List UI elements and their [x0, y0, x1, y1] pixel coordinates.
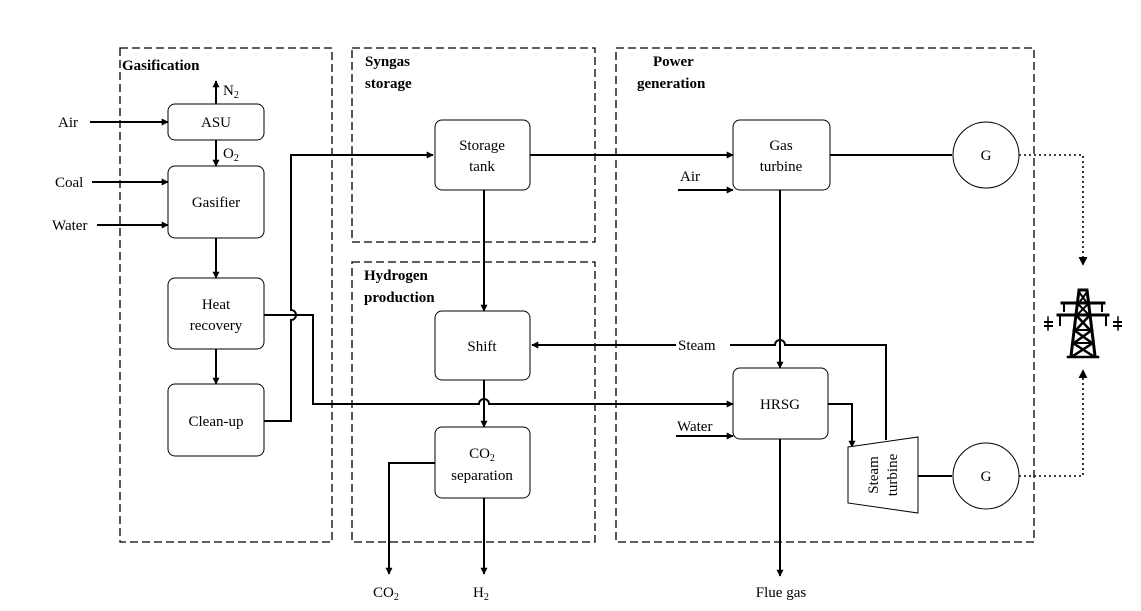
h2-output-label: H2: [473, 585, 489, 603]
n2-output-label: N2: [223, 83, 239, 101]
coal-input-label: Coal: [55, 175, 83, 191]
syngas-storage-title-line1: Syngas: [365, 54, 410, 70]
gas-turbine-label-line2: turbine: [760, 159, 803, 175]
water-input-label: Water: [52, 218, 87, 234]
storage-tank-block: Storage tank: [434, 119, 531, 191]
gasification-region: [119, 47, 333, 543]
syngas-storage-region: [351, 47, 596, 243]
co2-separation-block: CO2 separation: [434, 426, 531, 499]
power-generation-title-line1: Power: [653, 54, 694, 70]
hrsg-block: HRSG: [732, 367, 829, 440]
steam-turbine-label-line1: Steam: [866, 456, 882, 494]
asu-block: ASU: [167, 103, 265, 141]
gasifier-block: Gasifier: [167, 165, 265, 239]
heat-recovery-to-hrsg-arrow: [264, 314, 734, 408]
hrsg-to-steam-turbine-arrow: [828, 403, 856, 448]
hydrogen-production-title-line1: Hydrogen: [364, 268, 429, 284]
co2-output-label: CO2: [373, 585, 399, 603]
power-generation-title-line2: generation: [637, 76, 706, 92]
air-turbine-label: Air: [680, 169, 700, 185]
cleanup-to-storage-arrow: [264, 151, 434, 422]
shift-block: Shift: [434, 310, 531, 381]
shift-label: Shift: [467, 339, 497, 355]
heat-recovery-block: Heat recovery: [167, 277, 265, 350]
generator-top-label: G: [981, 148, 992, 164]
cleanup-block: Clean-up: [167, 383, 265, 457]
power-transmission-tower-icon: [1044, 288, 1122, 359]
heat-recovery-label-line2: recovery: [190, 318, 243, 334]
generator-bottom-to-grid-arrow: [1019, 369, 1088, 477]
power-generation-region: [615, 47, 1035, 543]
flue-gas-label: Flue gas: [756, 585, 807, 601]
generator-bottom: G: [952, 442, 1020, 510]
hrsg-label: HRSG: [760, 397, 800, 413]
co2-separation-label-line1: CO2: [469, 446, 495, 464]
cleanup-label: Clean-up: [189, 414, 244, 430]
hydrogen-production-region: [351, 261, 596, 543]
hydrogen-production-title-line2: production: [364, 290, 435, 306]
gasification-title: Gasification: [122, 58, 200, 74]
gasifier-label: Gasifier: [192, 195, 240, 211]
air-input-label: Air: [58, 115, 78, 131]
gas-turbine-label-line1: Gas: [769, 138, 792, 154]
water-hrsg-label: Water: [677, 419, 712, 435]
co2-out-arrow: [385, 462, 435, 575]
steam-return-line: [730, 339, 887, 440]
heat-recovery-label-line1: Heat: [202, 297, 231, 313]
steam-turbine-block: Steam turbine: [847, 436, 919, 514]
storage-tank-label-line1: Storage: [459, 138, 505, 154]
co2-separation-label-line2: separation: [451, 468, 513, 484]
generator-top-to-grid-arrow: [1019, 154, 1088, 266]
asu-label: ASU: [201, 115, 231, 131]
generator-top: G: [952, 121, 1020, 189]
steam-turbine-label-line2: turbine: [885, 453, 901, 496]
o2-stream-label: O2: [223, 146, 239, 164]
gas-turbine-block: Gas turbine: [732, 119, 831, 191]
syngas-storage-title-line2: storage: [365, 76, 412, 92]
storage-tank-label-line2: tank: [469, 159, 495, 175]
steam-label: Steam: [678, 338, 716, 354]
generator-bottom-label: G: [981, 469, 992, 485]
